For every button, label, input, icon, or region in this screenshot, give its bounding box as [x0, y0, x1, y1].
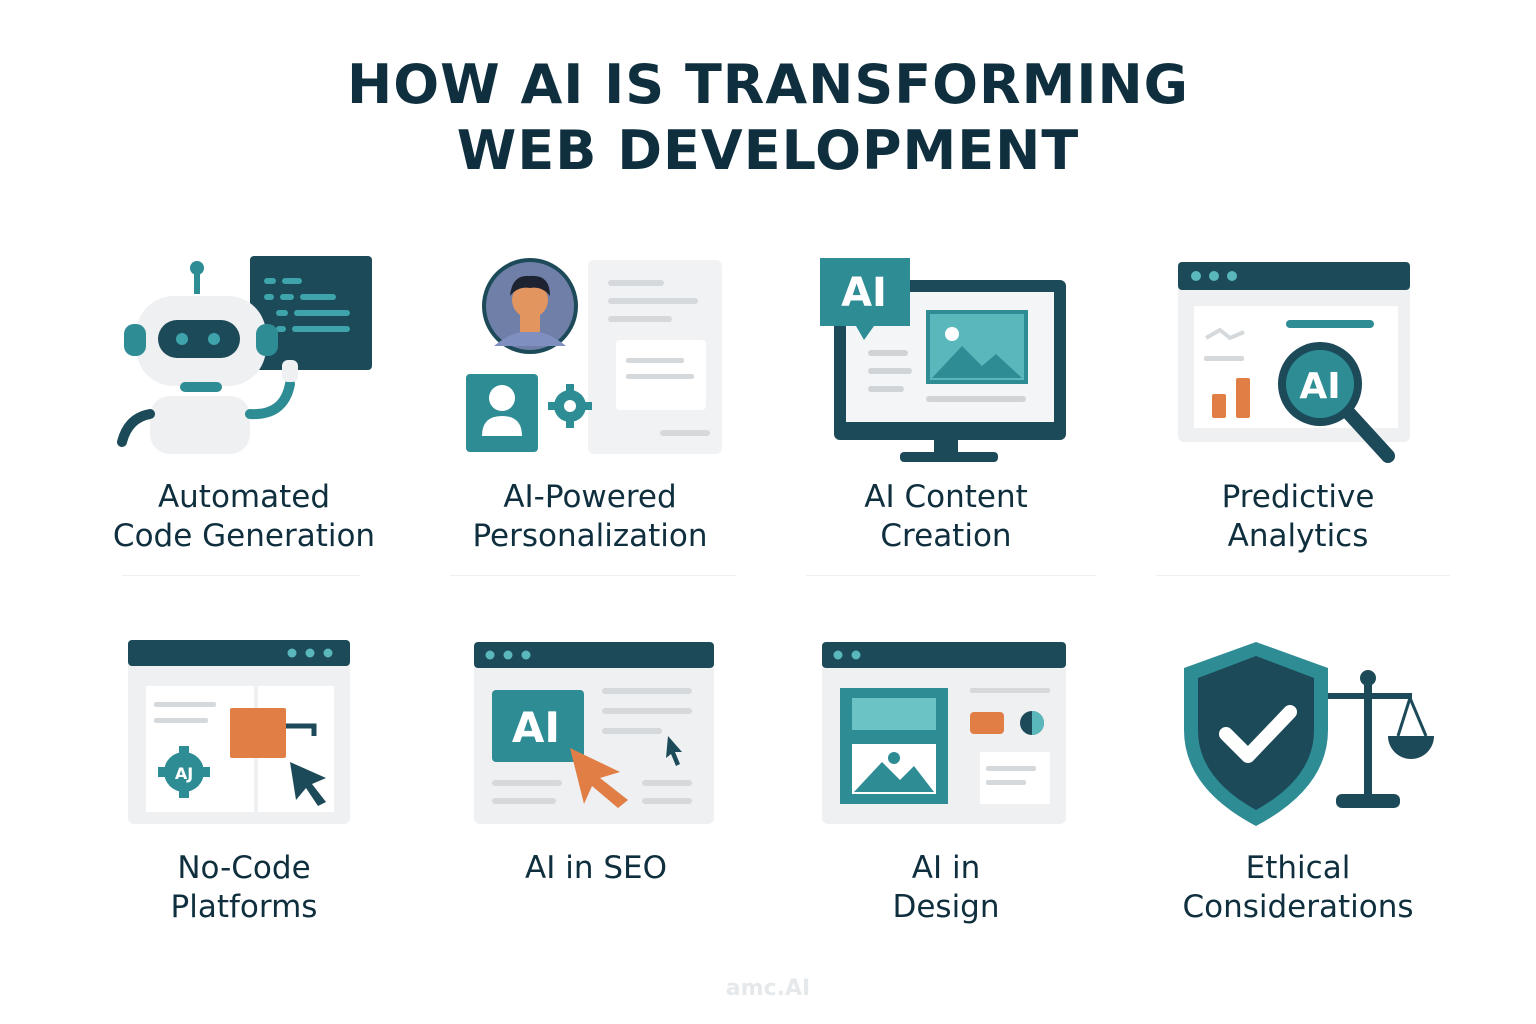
separator — [122, 575, 360, 576]
card-ai-content-creation: AI AI Content Creation — [786, 250, 1106, 580]
card-ai-powered-personalization: AI-Powered Personalization — [430, 250, 750, 580]
card-label: AI in SEO — [436, 849, 756, 888]
page-title: HOW AI IS TRANSFORMING WEB DEVELOPMENT — [0, 52, 1536, 184]
title-line-1: HOW AI IS TRANSFORMING — [347, 53, 1189, 116]
title-line-2: WEB DEVELOPMENT — [456, 119, 1080, 182]
card-label: AI-Powered Personalization — [430, 478, 750, 556]
user-personalization-icon — [466, 258, 722, 454]
card-ai-in-seo: AI AI in SEO — [436, 632, 756, 932]
card-label-line-2: Design — [892, 889, 1000, 925]
card-label-line-1: AI-Powered — [503, 479, 677, 515]
card-label-line-2: Personalization — [472, 518, 708, 554]
card-label-line-1: Predictive — [1221, 479, 1375, 515]
separator — [1156, 575, 1450, 576]
robot-code-icon — [117, 256, 372, 454]
separator — [806, 575, 1096, 576]
card-label-line-1: AI in — [911, 850, 981, 886]
card-label: Predictive Analytics — [1138, 478, 1458, 556]
card-label-line-2: Platforms — [170, 889, 318, 925]
card-predictive-analytics: AI Predictive Analytics — [1138, 250, 1458, 580]
seo-window-icon: AI — [474, 642, 714, 824]
card-label-line-1: Ethical — [1245, 850, 1351, 886]
card-label-line-2: Creation — [880, 518, 1012, 554]
card-label: No-Code Platforms — [84, 849, 404, 927]
card-label: Automated Code Generation — [84, 478, 404, 556]
card-label-line-2: Code Generation — [112, 518, 376, 554]
card-label-line-2: Analytics — [1227, 518, 1369, 554]
card-ai-in-design: AI in Design — [786, 632, 1106, 932]
footer-watermark: amc.AI — [725, 976, 811, 1001]
monitor-content-icon: AI — [820, 258, 1066, 462]
ai-badge-text: AI — [512, 703, 560, 752]
ai-badge-text: AI — [841, 270, 887, 316]
card-label-line-1: Automated — [157, 479, 331, 515]
card-label-line-1: AI in SEO — [525, 850, 667, 886]
aj-badge-text: AJ — [175, 764, 193, 783]
card-ethical-considerations: Ethical Considerations — [1138, 632, 1458, 932]
card-label-line-1: AI Content — [864, 479, 1028, 515]
shield-scales-icon — [1184, 642, 1434, 826]
separator — [450, 575, 736, 576]
card-label: AI in Design — [786, 849, 1106, 927]
no-code-window-icon: AJ — [128, 640, 350, 824]
card-label: Ethical Considerations — [1138, 849, 1458, 927]
ai-badge-text: AI — [1299, 366, 1340, 407]
card-no-code-platforms: AJ No-Code Platforms — [84, 632, 404, 932]
card-label-line-1: No-Code — [177, 850, 311, 886]
card-automated-code-generation: Automated Code Generation — [84, 250, 404, 580]
card-label: AI Content Creation — [786, 478, 1106, 556]
design-window-icon — [822, 642, 1066, 824]
analytics-magnifier-icon: AI — [1178, 262, 1410, 463]
card-label-line-2: Considerations — [1182, 889, 1414, 925]
